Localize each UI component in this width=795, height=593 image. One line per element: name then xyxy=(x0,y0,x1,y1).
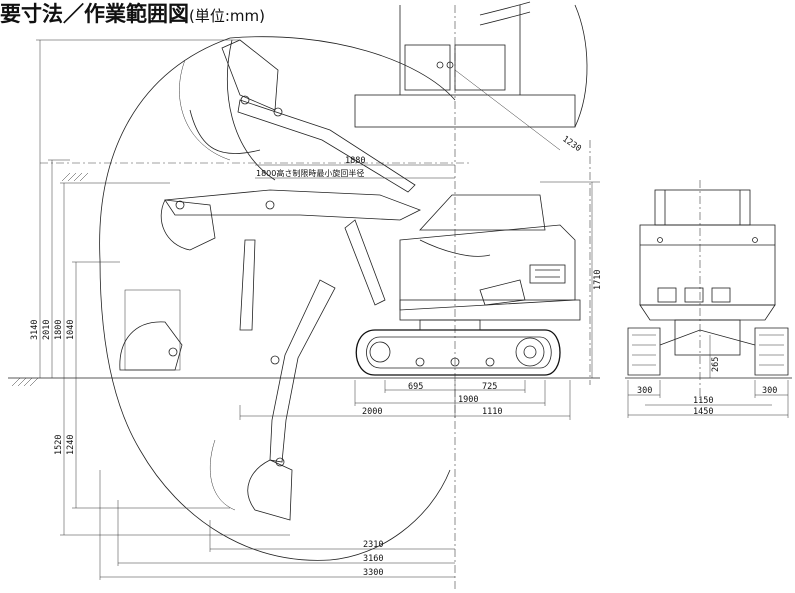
dim-depth-1240: 1240 xyxy=(66,435,76,455)
front-dimension-lines xyxy=(627,335,789,418)
dim-depth-1520: 1520 xyxy=(54,435,64,455)
excavator-side xyxy=(355,194,581,376)
dim-plan-radius: 1230 xyxy=(560,134,583,154)
dim-height-3140: 3140 xyxy=(30,320,40,340)
dim-track-725: 725 xyxy=(482,382,497,392)
ground-line xyxy=(8,172,792,387)
dim-depth-reach-2310: 2310 xyxy=(363,540,383,550)
dim-top-1880: 1880 xyxy=(345,156,365,166)
dim-reach-3160: 3160 xyxy=(363,554,383,564)
bucket-ground xyxy=(119,289,183,371)
boom-arm-upper xyxy=(189,39,416,193)
dim-height-1040: 1040 xyxy=(66,320,76,340)
vertical-dimension-lines xyxy=(36,39,600,536)
dim-cab-1710: 1710 xyxy=(593,270,603,290)
title-unit: (単位:mm) xyxy=(189,7,265,25)
excavator-front xyxy=(627,189,789,376)
dim-track-1900: 1900 xyxy=(458,395,478,405)
track-dimension-lines xyxy=(239,380,571,420)
working-range-envelope xyxy=(99,36,456,561)
boom-arm-digging xyxy=(209,239,336,521)
note-min-swing-radius: 1800高さ制限時最小旋回半径 xyxy=(256,168,364,178)
dim-reach-2000: 2000 xyxy=(362,407,382,417)
dim-shoe-left-300: 300 xyxy=(637,386,652,396)
title-main: 要寸法／作業範囲図 xyxy=(0,2,189,26)
top-dimension-lines xyxy=(255,164,455,179)
plan-view: 1230 xyxy=(354,1,588,154)
dim-gauge-1150: 1150 xyxy=(693,396,713,406)
center-lines xyxy=(40,5,701,590)
dim-track-695: 695 xyxy=(408,382,423,392)
dim-width-1450: 1450 xyxy=(693,407,713,417)
dim-tail-1110: 1110 xyxy=(482,407,502,417)
dim-height-1800: 1800 xyxy=(54,320,64,340)
dim-reach-3300: 3300 xyxy=(363,568,383,578)
boom-arm-horizontal xyxy=(160,189,421,306)
dim-clearance-265: 265 xyxy=(711,357,721,372)
drawing-title: 要寸法／作業範囲図(単位:mm) xyxy=(0,0,265,28)
dim-shoe-right-300: 300 xyxy=(762,386,777,396)
reach-dimension-lines xyxy=(99,470,455,580)
dim-height-2010: 2010 xyxy=(42,320,52,340)
